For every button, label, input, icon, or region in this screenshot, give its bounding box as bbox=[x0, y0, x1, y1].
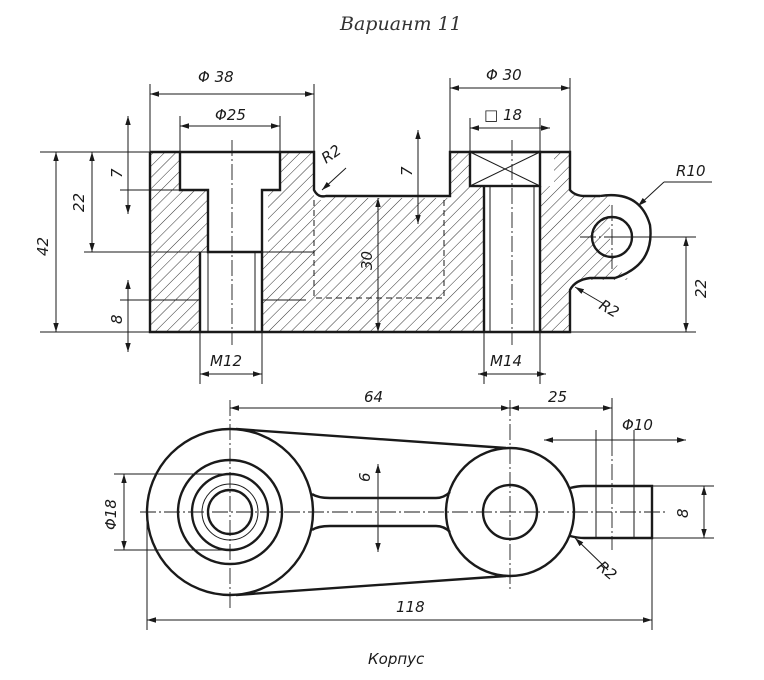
top-dimensions: 64 25 Φ10 Φ18 6 8 R2 bbox=[102, 388, 714, 630]
dim-h8: 8 bbox=[108, 314, 126, 324]
dim-d25: Φ25 bbox=[215, 106, 246, 124]
dim-d30: Φ 30 bbox=[486, 66, 522, 84]
dim-h22-right: 22 bbox=[692, 279, 710, 298]
dim-w8: 8 bbox=[674, 508, 692, 518]
front-view: Φ 38 Φ25 Φ 30 □ 18 42 22 bbox=[34, 66, 712, 384]
dim-l64: 64 bbox=[364, 388, 383, 406]
dim-h22: 22 bbox=[70, 193, 88, 212]
top-view: 64 25 Φ10 Φ18 6 8 R2 bbox=[102, 388, 714, 630]
dim-h42: 42 bbox=[34, 237, 52, 256]
dim-d38: Φ 38 bbox=[198, 68, 234, 86]
dim-h7-left: 7 bbox=[108, 168, 126, 178]
dim-l25: 25 bbox=[548, 388, 567, 406]
dim-d18: Φ18 bbox=[102, 499, 120, 530]
tangent-bottom bbox=[235, 574, 507, 597]
dim-m12: M12 bbox=[210, 352, 242, 370]
dim-h7-right: 7 bbox=[398, 166, 416, 176]
dim-w6: 6 bbox=[356, 472, 374, 482]
dim-l118: 118 bbox=[396, 598, 425, 616]
square-head bbox=[468, 150, 542, 188]
dim-h30: 30 bbox=[358, 251, 376, 270]
drawing-title: Вариант 11 bbox=[339, 13, 462, 35]
dim-m14: M14 bbox=[490, 352, 522, 370]
dim-r10: R10 bbox=[676, 162, 706, 180]
part-caption: Корпус bbox=[368, 650, 425, 668]
dim-r2-top-view: R2 bbox=[593, 557, 620, 584]
tangent-top bbox=[235, 427, 507, 450]
dim-d10: Φ10 bbox=[622, 416, 653, 434]
rib bbox=[311, 491, 451, 533]
section-hatching bbox=[150, 152, 630, 332]
dim-r2-top: R2 bbox=[318, 141, 345, 167]
dim-sq18: □ 18 bbox=[484, 106, 522, 124]
front-view-outline bbox=[148, 150, 615, 334]
dim-r2-bottom: R2 bbox=[596, 296, 622, 322]
lug-outline bbox=[599, 193, 652, 280]
